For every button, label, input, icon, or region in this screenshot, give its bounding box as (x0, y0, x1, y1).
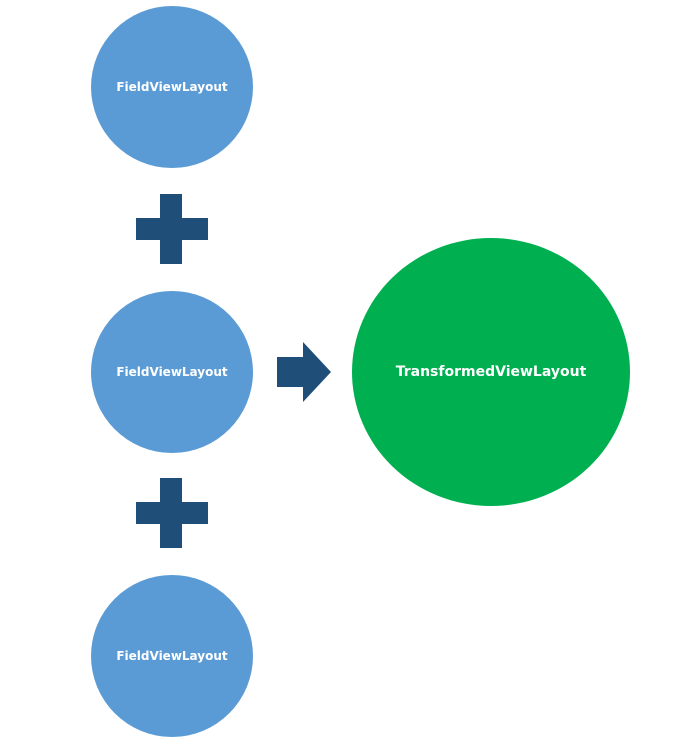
input-node-1-label: FieldViewLayout (116, 80, 228, 94)
plus-icon-2 (136, 478, 208, 548)
input-node-1: FieldViewLayout (91, 6, 253, 168)
arrow-right-icon (277, 342, 331, 402)
plus-icon-1 (136, 194, 208, 264)
input-node-3: FieldViewLayout (91, 575, 253, 737)
input-node-2: FieldViewLayout (91, 291, 253, 453)
output-node: TransformedViewLayout (352, 238, 630, 506)
output-node-label: TransformedViewLayout (395, 364, 587, 380)
input-node-2-label: FieldViewLayout (116, 365, 228, 379)
input-node-3-label: FieldViewLayout (116, 649, 228, 663)
